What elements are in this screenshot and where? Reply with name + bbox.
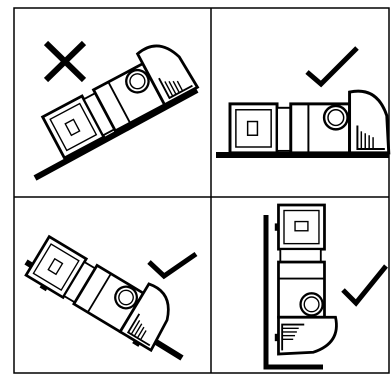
- check-icon: [149, 254, 196, 276]
- device-illustration: [230, 91, 389, 157]
- cross-icon: [46, 43, 84, 80]
- check-icon: [343, 266, 386, 303]
- panel-bottom-left: [24, 227, 196, 358]
- check-icon: [307, 48, 357, 84]
- device-illustration: [275, 205, 337, 354]
- device-illustration: [24, 227, 180, 354]
- panel-bottom-right: [266, 205, 386, 367]
- panel-top-right: [216, 48, 389, 157]
- panel-top-left: [35, 36, 199, 178]
